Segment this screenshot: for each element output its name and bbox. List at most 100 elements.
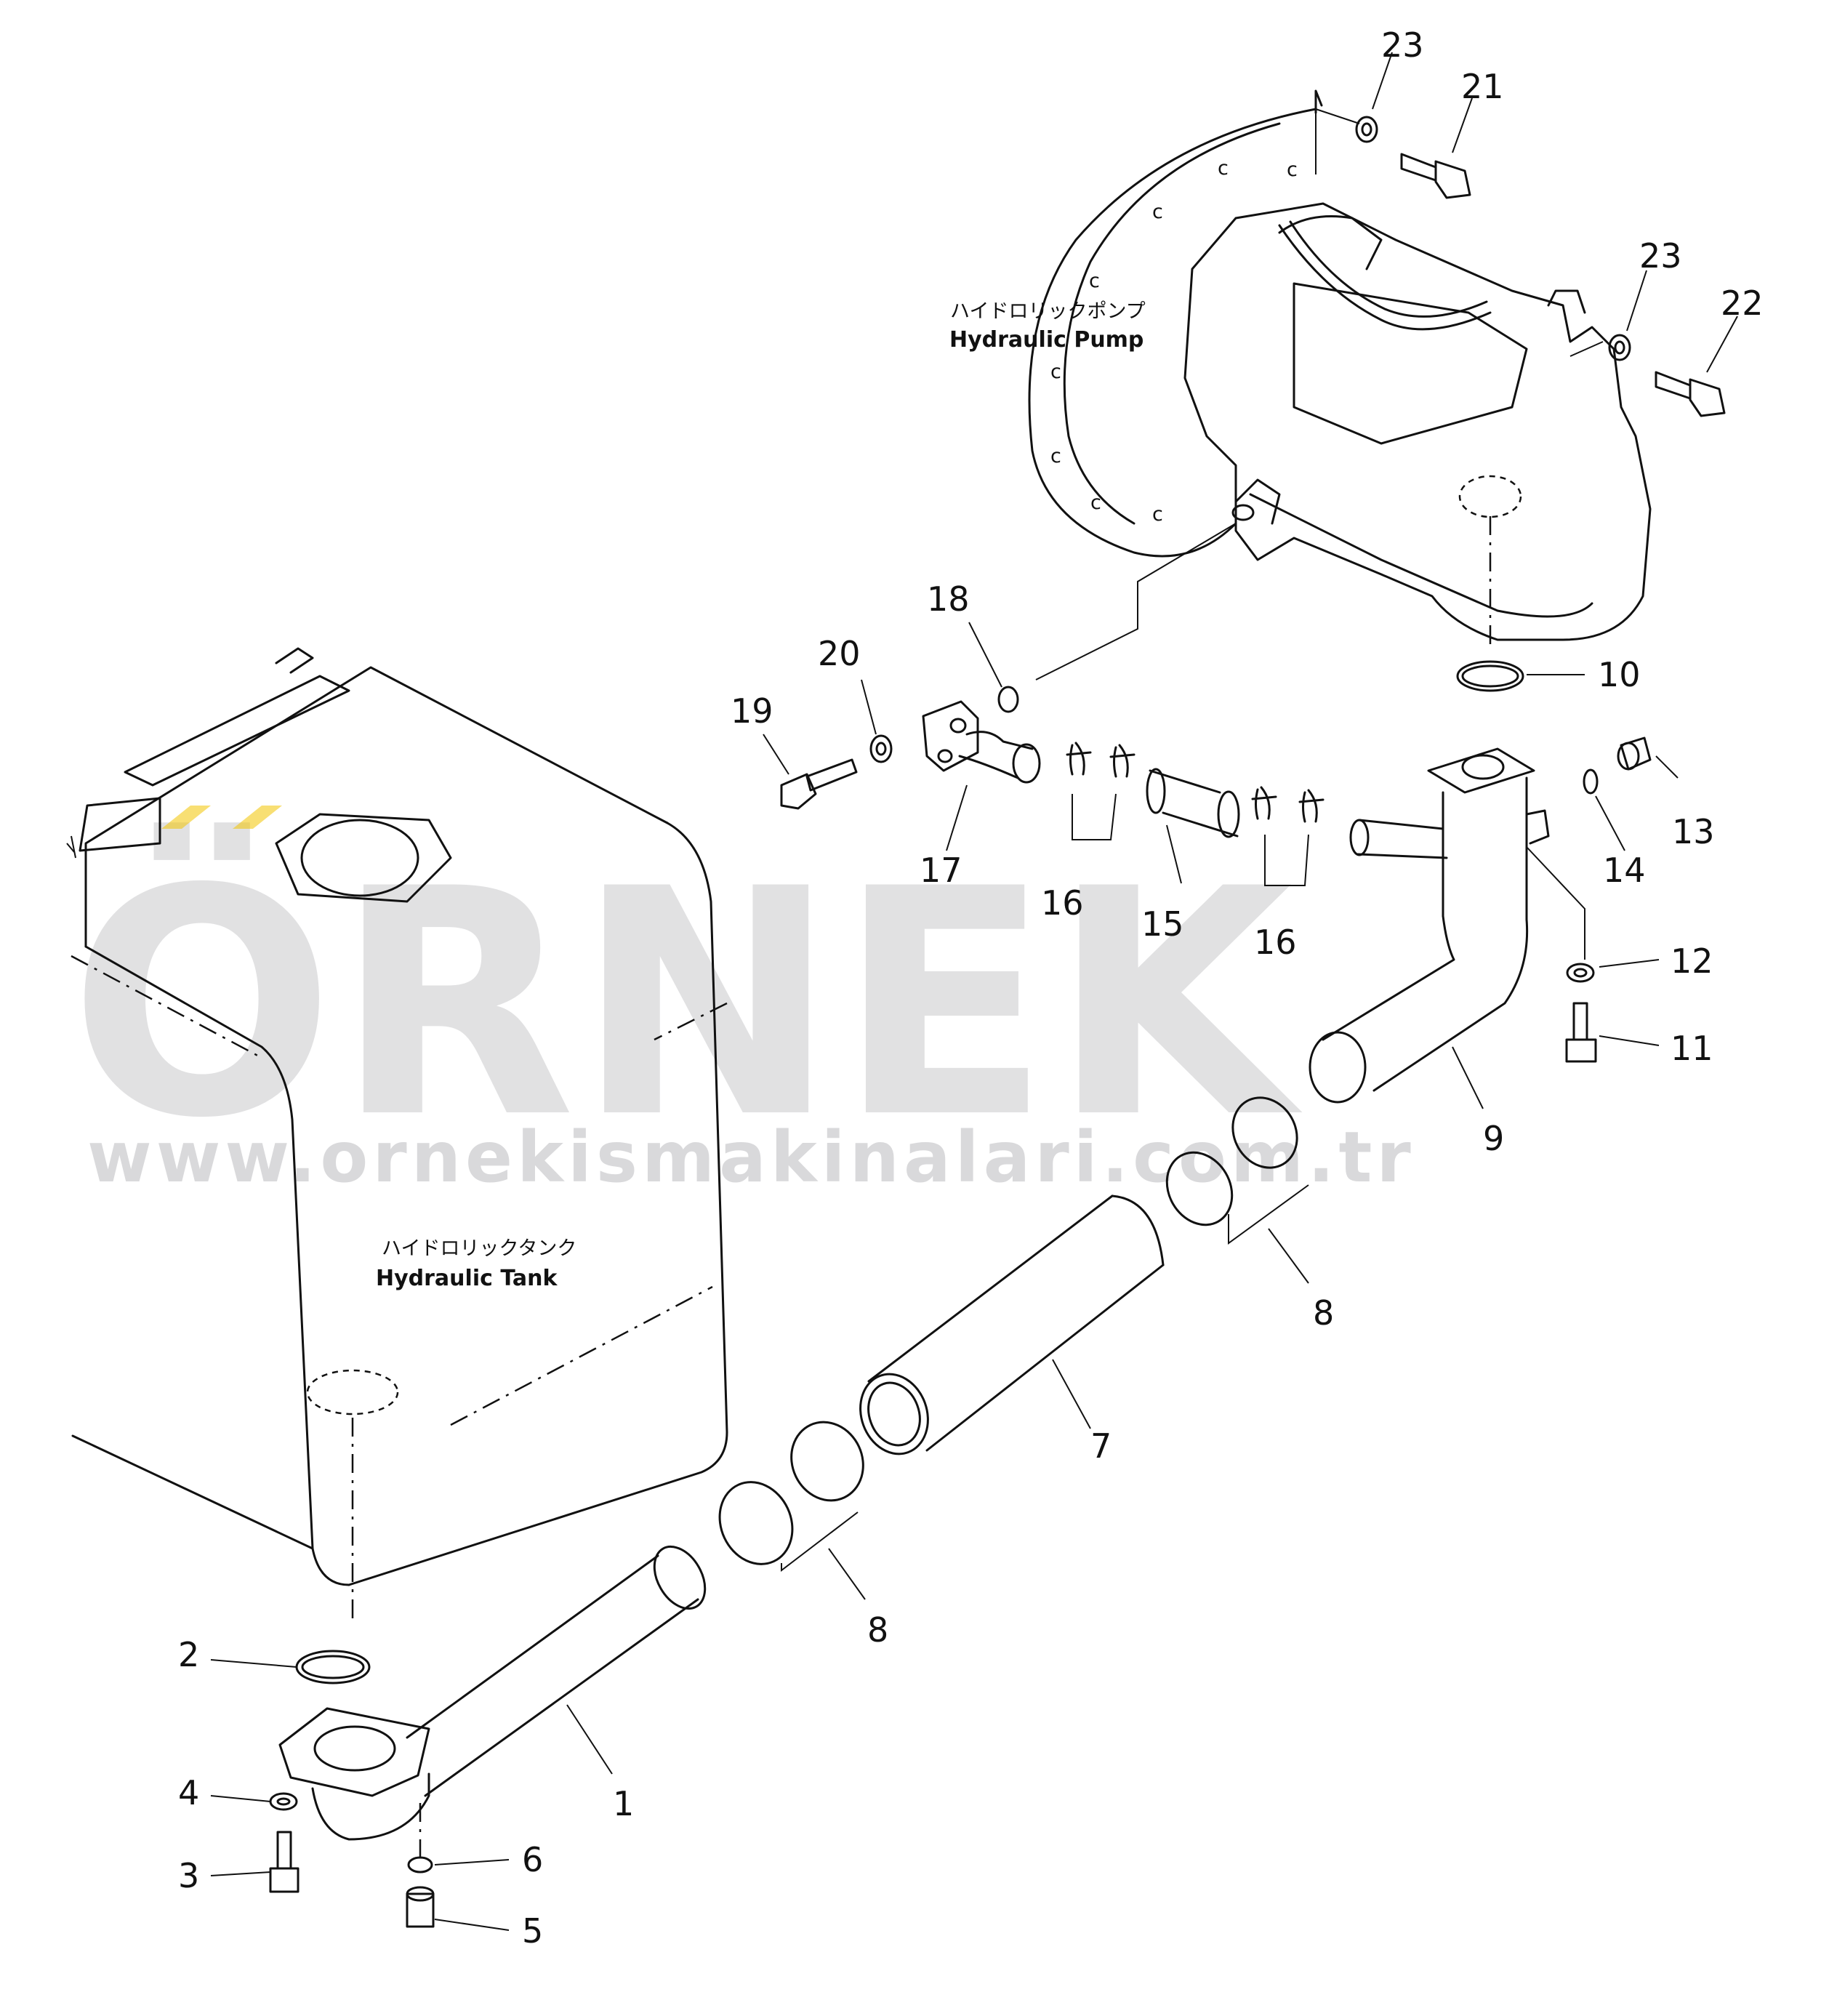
callout-20: 20 xyxy=(818,634,861,673)
clamp-8a-ring-2 xyxy=(1165,1151,1234,1226)
leader-3 xyxy=(210,1871,271,1876)
clamp-16b-2 xyxy=(1298,789,1325,823)
callout-14: 14 xyxy=(1603,851,1646,890)
leader-17 xyxy=(946,784,968,851)
bolt-21-shank xyxy=(1400,153,1437,182)
elbow-assembly xyxy=(780,686,1041,810)
leader-16b xyxy=(1264,834,1309,886)
pump-bolt-leader-top xyxy=(1315,108,1360,174)
bolt-22-head xyxy=(1689,378,1726,417)
callout-9: 9 xyxy=(1483,1119,1504,1158)
callout-22: 22 xyxy=(1721,284,1764,323)
bolt-19-shank xyxy=(805,758,858,792)
pipe-1-assembly xyxy=(269,1545,707,1928)
watermark-url: www.ornekismakinalari.com.tr xyxy=(87,1117,1415,1198)
pump-top-fitting xyxy=(1278,215,1383,270)
tank-bracket-block xyxy=(79,797,161,852)
bolt-11-shank xyxy=(1572,1002,1588,1041)
pump-suction-port xyxy=(1234,478,1281,525)
hose-7 xyxy=(859,1194,1165,1455)
elbow-9-body xyxy=(1322,915,1529,1092)
leader-15 xyxy=(1166,824,1182,884)
tank-bracket-tab xyxy=(275,647,314,674)
leader-22 xyxy=(1706,316,1738,373)
callout-13: 13 xyxy=(1672,812,1715,851)
washer-4-hole xyxy=(276,1797,291,1806)
pump-label-jp: ハイドロリックポンプ xyxy=(950,300,1146,323)
bolt-11-head xyxy=(1565,1038,1597,1063)
leader-8b-bracket xyxy=(781,1511,859,1573)
pipe-1-end xyxy=(653,1545,707,1610)
leader-8a xyxy=(1268,1228,1309,1284)
callout-23b: 23 xyxy=(1639,236,1682,276)
o-ring-18 xyxy=(997,686,1019,713)
callout-8b: 8 xyxy=(867,1610,888,1650)
callout-5: 5 xyxy=(522,1911,543,1951)
watermark-brand: ÖRNEK xyxy=(69,819,1305,1186)
elbow-9-port xyxy=(1461,754,1505,780)
callout-19: 19 xyxy=(731,691,773,731)
flange-hole-1: c xyxy=(1218,157,1229,180)
hose-7-end-lower xyxy=(859,1373,929,1455)
pipe-1-port xyxy=(313,1725,396,1772)
leader-2 xyxy=(210,1659,297,1668)
hose-7-end-upper xyxy=(1111,1194,1165,1266)
pump-suction-hole xyxy=(1231,504,1255,521)
callout-8a: 8 xyxy=(1313,1293,1334,1333)
flange-hole-6: c xyxy=(1050,445,1061,467)
clamp-8-lower xyxy=(718,1421,864,1565)
tank-label-en: Hydraulic Tank xyxy=(376,1266,558,1291)
elbow-17-end xyxy=(1012,743,1041,784)
callout-6: 6 xyxy=(522,1840,543,1879)
leader-18 xyxy=(968,622,1002,688)
callout-12: 12 xyxy=(1671,941,1713,981)
tank-centerline-2 xyxy=(654,1002,728,1041)
elbow-9-side-port xyxy=(1525,809,1550,845)
plug-5 xyxy=(406,1892,435,1928)
callout-18: 18 xyxy=(927,579,970,619)
bolt-3-head xyxy=(269,1867,300,1893)
callout-16a: 16 xyxy=(1041,883,1084,923)
flange-hole-7: c xyxy=(1090,491,1101,514)
o-ring-10 xyxy=(1456,660,1524,692)
flange-hole-2: c xyxy=(1287,158,1298,181)
clamp-16b-1 xyxy=(1251,786,1277,820)
tank-right-edge xyxy=(347,822,728,1586)
tank-top-edge xyxy=(84,666,669,948)
leader-11 xyxy=(1599,1035,1660,1046)
callout-1: 1 xyxy=(613,1784,634,1823)
tank-filler-flange xyxy=(275,813,452,903)
leader-1 xyxy=(566,1704,613,1775)
washer-20-hole xyxy=(875,742,887,756)
pump-pilot-pipe-2 xyxy=(1289,220,1488,318)
clamp-8b-ring-2 xyxy=(718,1481,794,1565)
tank-label-jp: ハイドロリックタンク xyxy=(382,1237,576,1260)
hydraulic-tank: ハイドロリックタンク Hydraulic Tank xyxy=(66,647,728,1625)
hydraulic-pump: c c c c c c c c ハイドロリックポンプ Hydraulic Pum… xyxy=(949,89,1652,680)
watermark-accent-left xyxy=(161,806,211,829)
elbow-9-riser xyxy=(1442,776,1528,921)
tank-mark xyxy=(66,835,76,859)
pump-bottom-port-hidden xyxy=(1458,475,1522,518)
o-ring-6 xyxy=(407,1856,433,1874)
leader-23b xyxy=(1626,270,1647,332)
leader-lines xyxy=(210,52,1738,1931)
leader-7 xyxy=(1052,1359,1091,1429)
flange-hole-8: c xyxy=(1152,503,1163,526)
pump-label-en: Hydraulic Pump xyxy=(949,327,1143,353)
pump-suction-leader xyxy=(1035,523,1237,680)
clamp-8a-ring-1 xyxy=(1231,1096,1298,1169)
elbow-17-bolt-hole-1 xyxy=(949,718,967,734)
washer-23a-hole xyxy=(1361,122,1372,137)
leader-13 xyxy=(1655,755,1679,779)
hose-15-assembly xyxy=(1066,742,1325,838)
o-ring-14 xyxy=(1583,768,1599,795)
leader-5 xyxy=(434,1919,510,1931)
pump-port-fitting xyxy=(1547,289,1586,314)
washer-12-hole xyxy=(1573,968,1588,978)
o-ring-2-inner xyxy=(301,1655,365,1679)
pipe-1-bowl xyxy=(311,1772,430,1841)
leader-8a-bracket xyxy=(1228,1184,1309,1245)
callout-10: 10 xyxy=(1598,655,1641,694)
